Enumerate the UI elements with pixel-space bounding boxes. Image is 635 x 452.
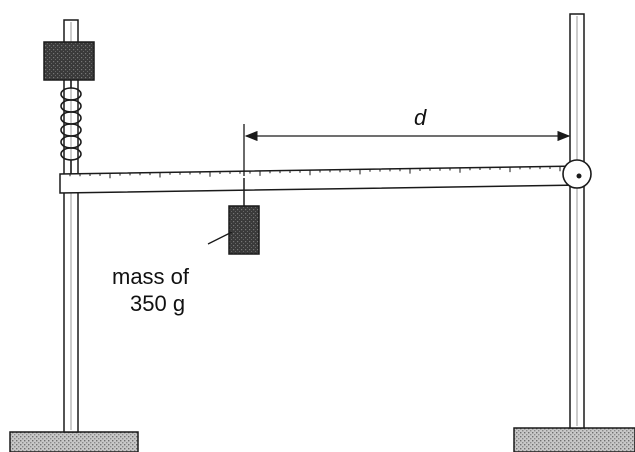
left-stand bbox=[9, 19, 139, 452]
distance-label: d bbox=[414, 105, 427, 130]
right-stand bbox=[513, 13, 635, 452]
rule-ticks bbox=[69, 166, 571, 179]
pivot bbox=[562, 159, 592, 189]
mass-label-line1: mass of bbox=[112, 264, 190, 289]
distance-arrow bbox=[243, 124, 571, 176]
metre-rule bbox=[59, 165, 583, 194]
left-stand-base bbox=[9, 431, 139, 452]
mass-label-line2: 350 g bbox=[130, 291, 185, 316]
mass-label-pointer bbox=[207, 231, 233, 245]
spring bbox=[60, 80, 82, 174]
clamp-block bbox=[43, 41, 95, 81]
right-stand-base bbox=[513, 427, 635, 452]
hanging-mass bbox=[207, 178, 260, 255]
mass-block bbox=[228, 205, 260, 255]
metre-rule-body bbox=[59, 165, 583, 194]
